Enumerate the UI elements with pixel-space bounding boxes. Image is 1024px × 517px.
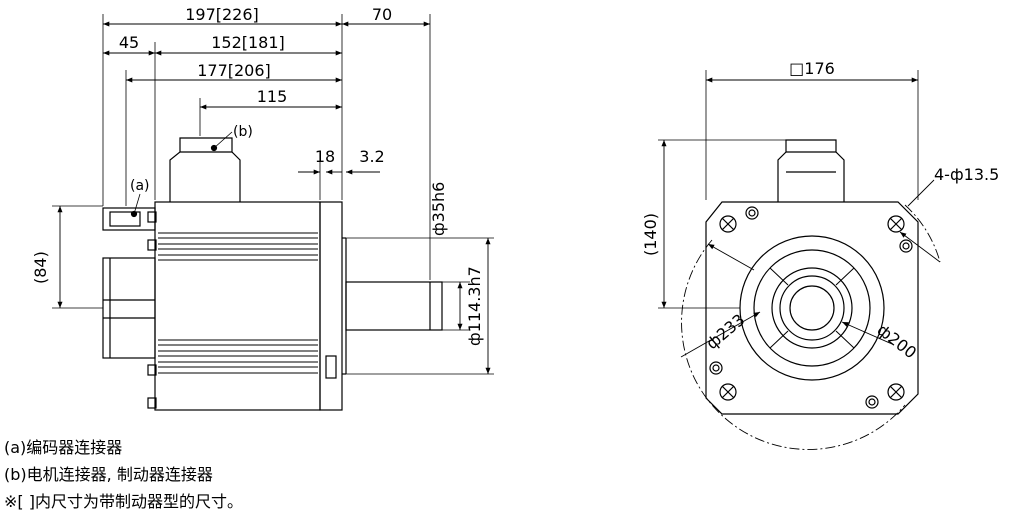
dim-shaft-diameter: ф35h6 [429, 182, 448, 236]
dim-body-length: 152[181] [211, 33, 285, 52]
dim-flange-thickness: 18 [315, 147, 335, 166]
side-view-labels: 197[226] 70 45 152[181] 177[206] 115 18 … [31, 5, 484, 346]
dim-encoder-height: (84) [31, 251, 50, 284]
flange-bolt [325, 355, 337, 379]
dim-flange-size: □176 [789, 59, 835, 78]
mount-holes [719, 215, 905, 401]
legend-line-1: (a)编码器连接器 [4, 438, 123, 457]
shaft-circle [789, 285, 835, 331]
shaft [345, 281, 443, 331]
dim-shaft-length: 70 [372, 5, 392, 24]
spigot-circle [771, 267, 853, 349]
dim-spigot-diameter: ф114.3h7 [465, 266, 484, 346]
front-screws [709, 206, 913, 409]
dim-mount-holes: 4-ф13.5 [934, 165, 999, 184]
dim-length-177: 177[206] [197, 61, 271, 80]
legend-line-3: ※[ ]内尺寸为带制动器型的尺寸。 [4, 492, 243, 511]
front-connector [777, 139, 845, 202]
body-screws [147, 211, 157, 409]
dim-overall-length: 197[226] [185, 5, 259, 24]
flange [319, 201, 343, 411]
dim-connector-b-offset: 115 [257, 87, 288, 106]
front-flange [705, 201, 919, 415]
motor-connector [169, 137, 241, 202]
side-view [52, 14, 494, 411]
encoder-connector [102, 207, 156, 231]
front-view [658, 70, 941, 450]
outer-diameter-circle [739, 235, 885, 381]
dim-spigot-depth: 3.2 [359, 147, 384, 166]
front-view-labels: □176 4-ф13.5 (140) ф233 ф200 [641, 59, 999, 362]
dim-outer-diameter: ф233 [702, 310, 748, 353]
dim-rear-offset: 45 [119, 33, 139, 52]
legend-line-2: (b)电机连接器, 制动器连接器 [4, 465, 213, 484]
label-b: (b) [233, 124, 253, 140]
encoder-cover [102, 257, 156, 359]
cooling-fins [158, 232, 318, 374]
dim-pcd: ф200 [874, 320, 921, 362]
label-a: (a) [130, 178, 150, 194]
dim-connector-height: (140) [641, 213, 660, 256]
